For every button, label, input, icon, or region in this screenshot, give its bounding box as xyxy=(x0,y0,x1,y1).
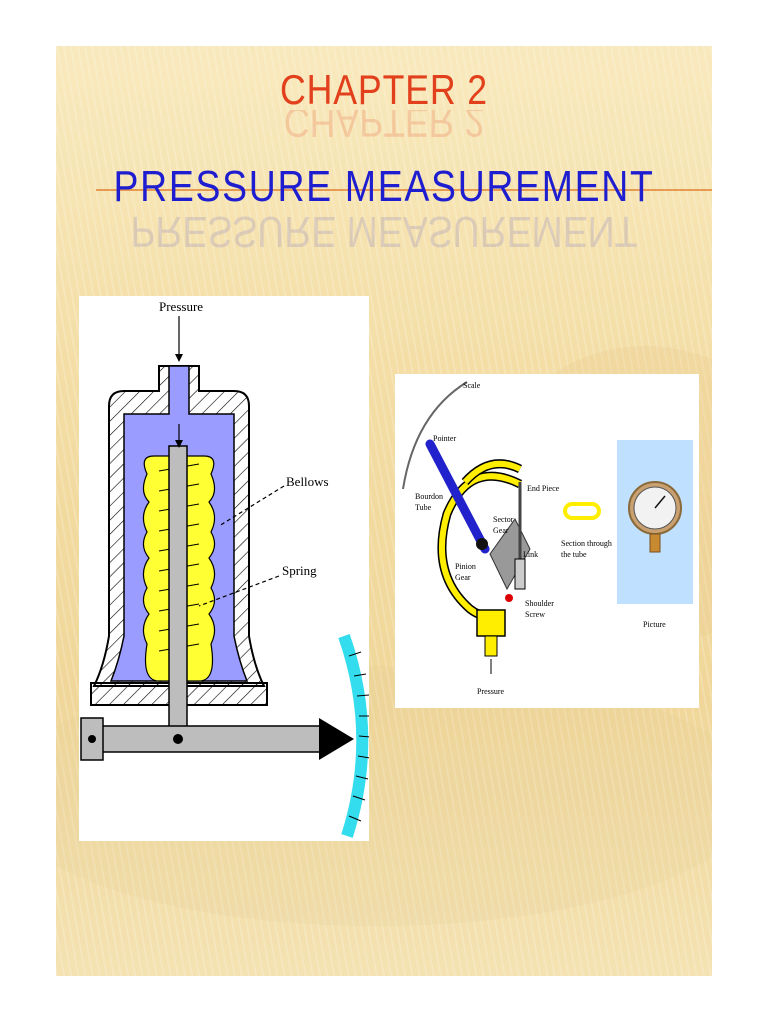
pressure-label: Pressure xyxy=(477,687,505,696)
pointer-label: Pointer xyxy=(433,434,456,443)
slide-title-reflection: CHAPTER 2 xyxy=(283,110,485,146)
pressure-label: Pressure xyxy=(159,299,203,314)
shoulder-screw-label-line2: Screw xyxy=(525,610,545,619)
slide: CHAPTER 2 CHAPTER 2 PRESSURE MEASUREMENT… xyxy=(56,46,712,976)
title-divider xyxy=(96,189,712,191)
shoulder-screw-label-line1: Shoulder xyxy=(525,599,554,608)
end-piece-label: End Piece xyxy=(527,484,560,493)
slide-subtitle: PRESSURE MEASUREMENT xyxy=(113,162,655,211)
pinion-gear-label-line1: Pinion xyxy=(455,562,476,571)
bourdon-tube-label-line1: Bourdon xyxy=(415,492,443,501)
slide-subtitle-reflection: PRESSURE MEASUREMENT xyxy=(130,216,638,256)
bourdon-tube-label-line2: Tube xyxy=(415,503,432,512)
bellows-label: Bellows xyxy=(286,474,329,489)
picture-label: Picture xyxy=(643,620,666,629)
bourdon-gauge-diagram: Scale Pointer End Piece Bourdon Tube Sec… xyxy=(395,374,699,708)
sector-gear-label-line1: Sector xyxy=(493,515,514,524)
link-label: Link xyxy=(523,550,538,559)
sector-gear-label-line2: Gear xyxy=(493,526,509,535)
pinion-gear-label-line2: Gear xyxy=(455,573,471,582)
section-label-line2: the tube xyxy=(561,550,587,559)
spring-label: Spring xyxy=(282,563,317,578)
scale-label: Scale xyxy=(463,381,481,390)
section-label-line1: Section through xyxy=(561,539,612,548)
slide-title: CHAPTER 2 xyxy=(279,66,489,113)
bellows-gauge-diagram: Pressure Bellows Spring xyxy=(79,296,372,841)
